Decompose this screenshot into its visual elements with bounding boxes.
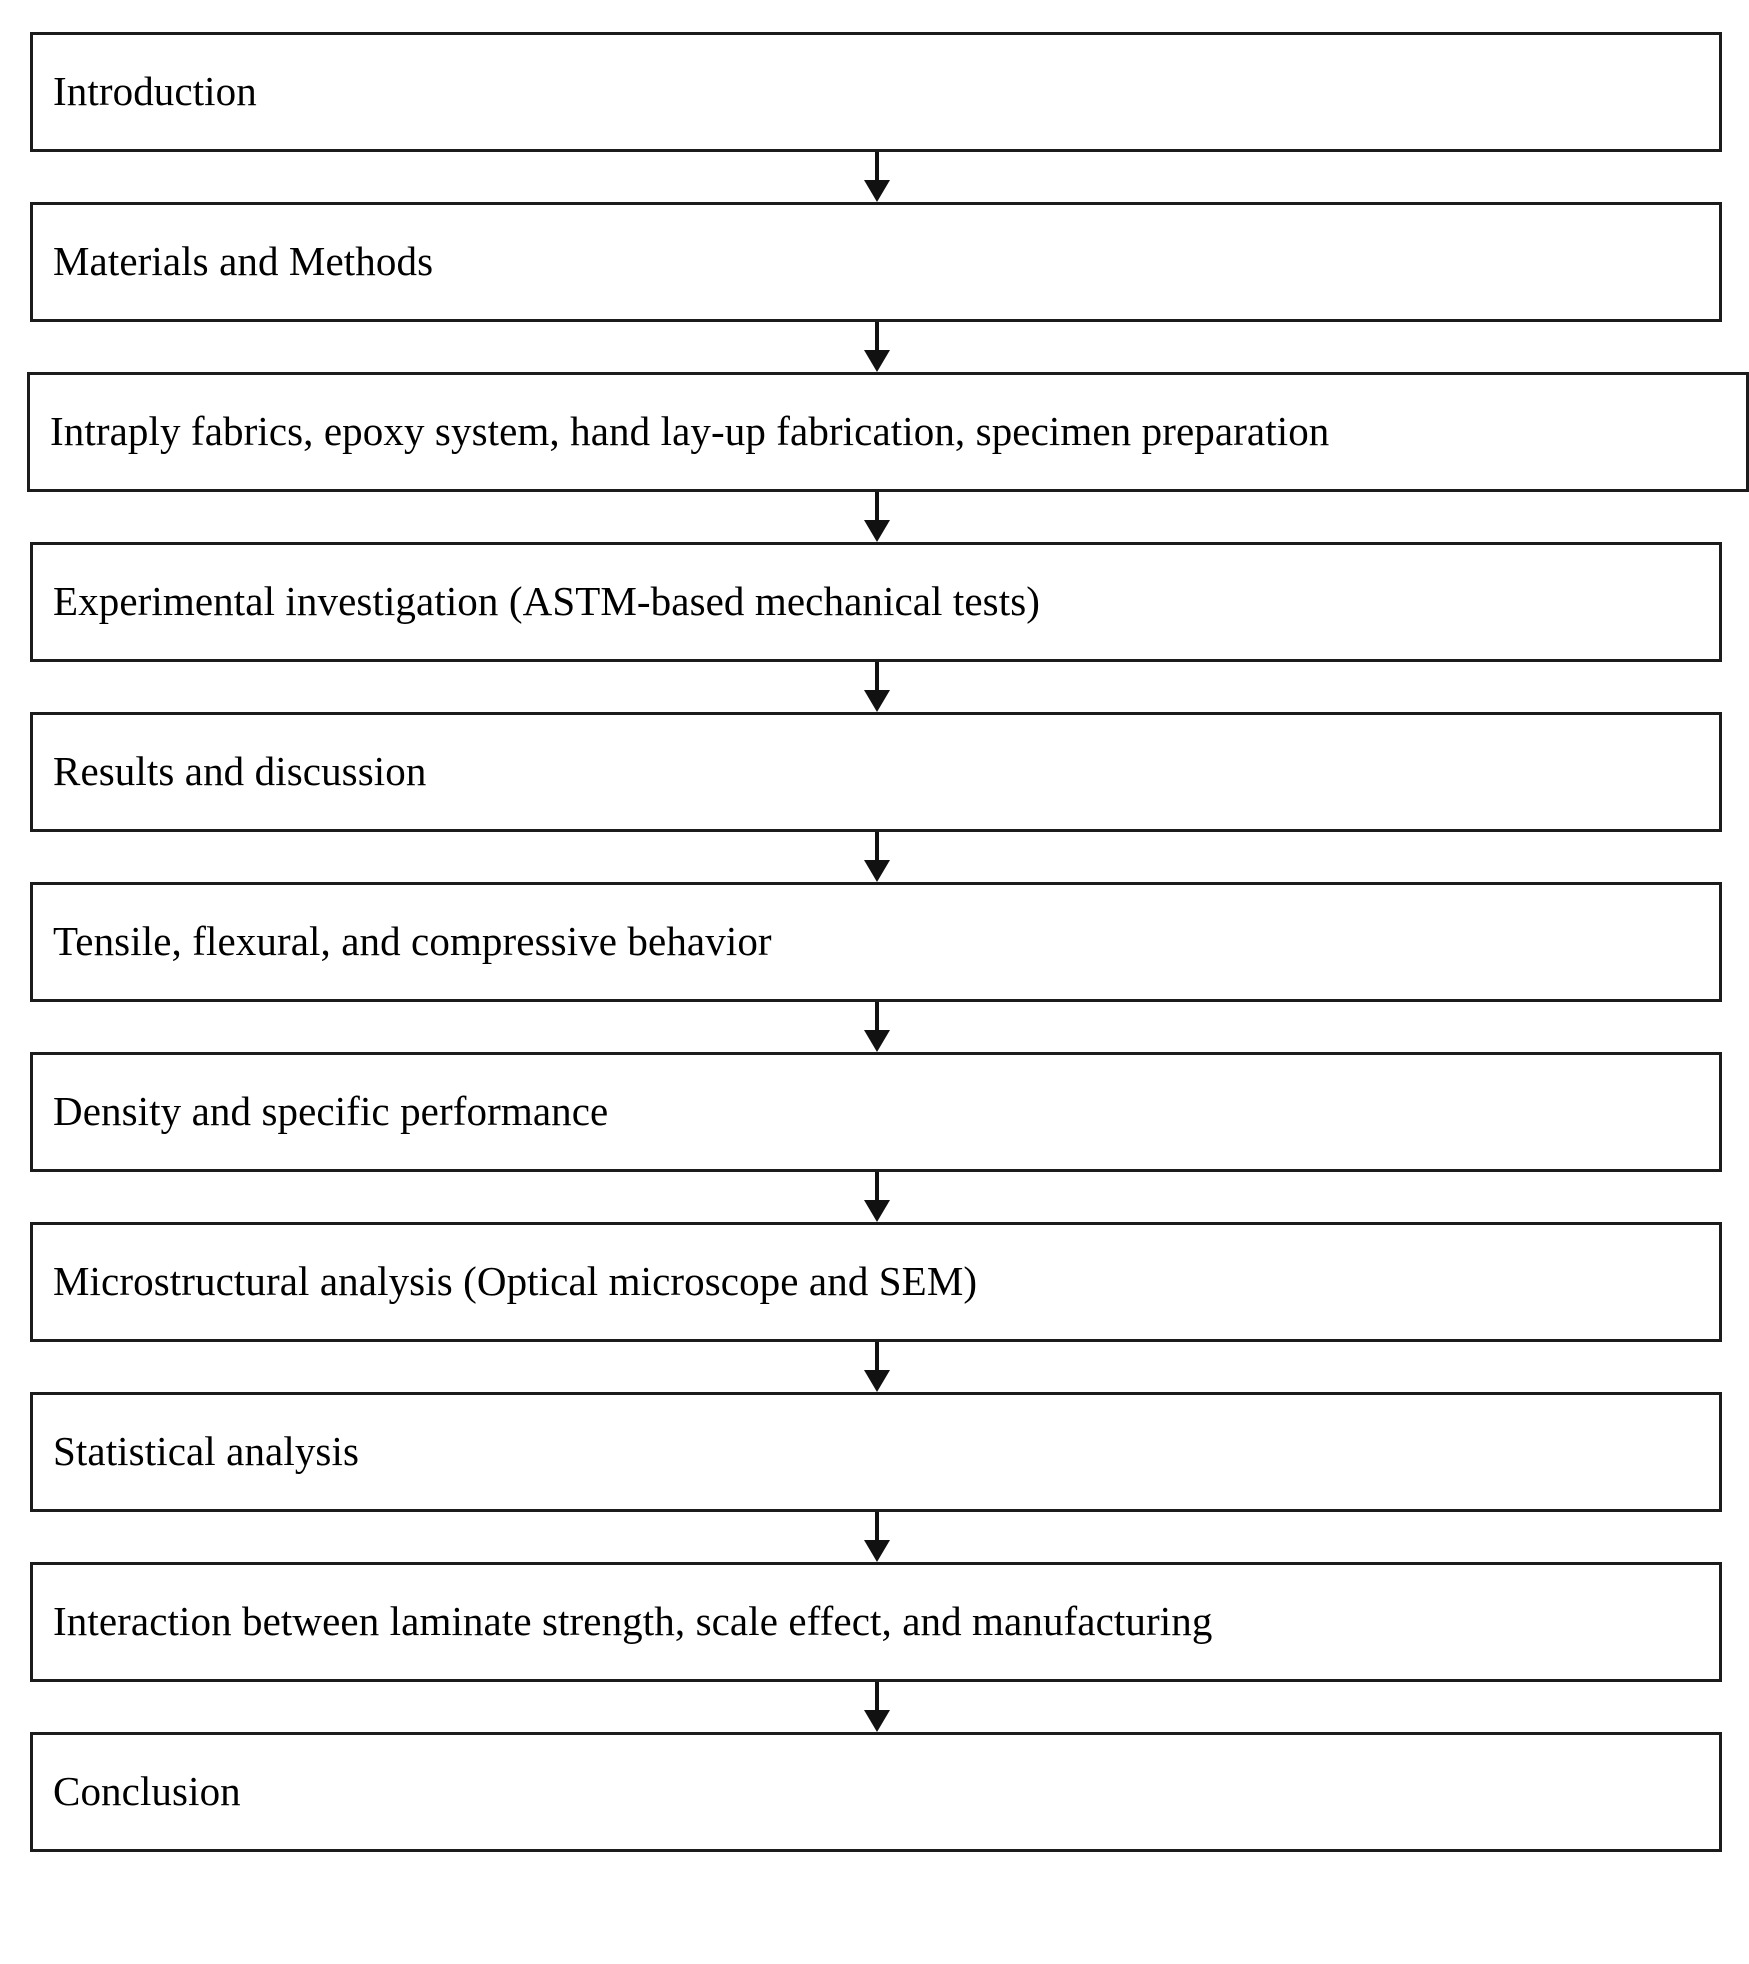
arrow-head-icon [864,520,890,542]
flow-node-conclusion[interactable]: Conclusion [30,1732,1722,1852]
flow-arrow-materials-methods-to-fabrics-epoxy [862,322,892,372]
flow-node-results-discussion[interactable]: Results and discussion [30,712,1722,832]
flow-node-introduction[interactable]: Introduction [30,32,1722,152]
arrow-shaft [875,322,879,352]
flow-arrow-introduction-to-materials-methods [862,152,892,202]
flow-node-label: Experimental investigation (ASTM-based m… [53,578,1041,625]
flow-arrow-fabrics-epoxy-to-experimental [862,492,892,542]
arrow-head-icon [864,1370,890,1392]
arrow-shaft [875,1172,879,1202]
flow-node-label: Results and discussion [53,748,427,795]
flow-node-label: Statistical analysis [53,1428,360,1475]
flow-arrow-experimental-to-results-discussion [862,662,892,712]
flow-node-label: Tensile, flexural, and compressive behav… [53,918,772,965]
arrow-shaft [875,1342,879,1372]
arrow-shaft [875,1512,879,1542]
arrow-head-icon [864,1710,890,1732]
flow-arrow-mechanical-behavior-to-density-specific [862,1002,892,1052]
flow-node-density-specific[interactable]: Density and specific performance [30,1052,1722,1172]
flow-node-interaction[interactable]: Interaction between laminate strength, s… [30,1562,1722,1682]
flow-arrow-microstructural-to-statistical [862,1342,892,1392]
arrow-head-icon [864,180,890,202]
flow-node-label: Materials and Methods [53,238,434,285]
flow-node-label: Interaction between laminate strength, s… [53,1598,1213,1645]
arrow-shaft [875,1002,879,1032]
flow-arrow-interaction-to-conclusion [862,1682,892,1732]
flow-arrow-density-specific-to-microstructural [862,1172,892,1222]
flow-arrow-statistical-to-interaction [862,1512,892,1562]
flow-node-statistical[interactable]: Statistical analysis [30,1392,1722,1512]
arrow-shaft [875,1682,879,1712]
arrow-shaft [875,832,879,862]
flow-node-microstructural[interactable]: Microstructural analysis (Optical micros… [30,1222,1722,1342]
flow-arrow-results-discussion-to-mechanical-behavior [862,832,892,882]
arrow-head-icon [864,1540,890,1562]
flow-node-label: Conclusion [53,1768,241,1815]
arrow-shaft [875,152,879,182]
flow-node-label: Microstructural analysis (Optical micros… [53,1258,978,1305]
arrow-head-icon [864,860,890,882]
arrow-shaft [875,662,879,692]
flow-node-fabrics-epoxy[interactable]: Intraply fabrics, epoxy system, hand lay… [27,372,1749,492]
arrow-head-icon [864,1200,890,1222]
flow-node-experimental[interactable]: Experimental investigation (ASTM-based m… [30,542,1722,662]
arrow-head-icon [864,350,890,372]
flow-node-mechanical-behavior[interactable]: Tensile, flexural, and compressive behav… [30,882,1722,1002]
arrow-head-icon [864,1030,890,1052]
flow-node-label: Density and specific performance [53,1088,609,1135]
flow-node-label: Intraply fabrics, epoxy system, hand lay… [50,408,1330,455]
flow-node-label: Introduction [53,68,257,115]
flow-node-materials-methods[interactable]: Materials and Methods [30,202,1722,322]
arrow-shaft [875,492,879,522]
arrow-head-icon [864,690,890,712]
